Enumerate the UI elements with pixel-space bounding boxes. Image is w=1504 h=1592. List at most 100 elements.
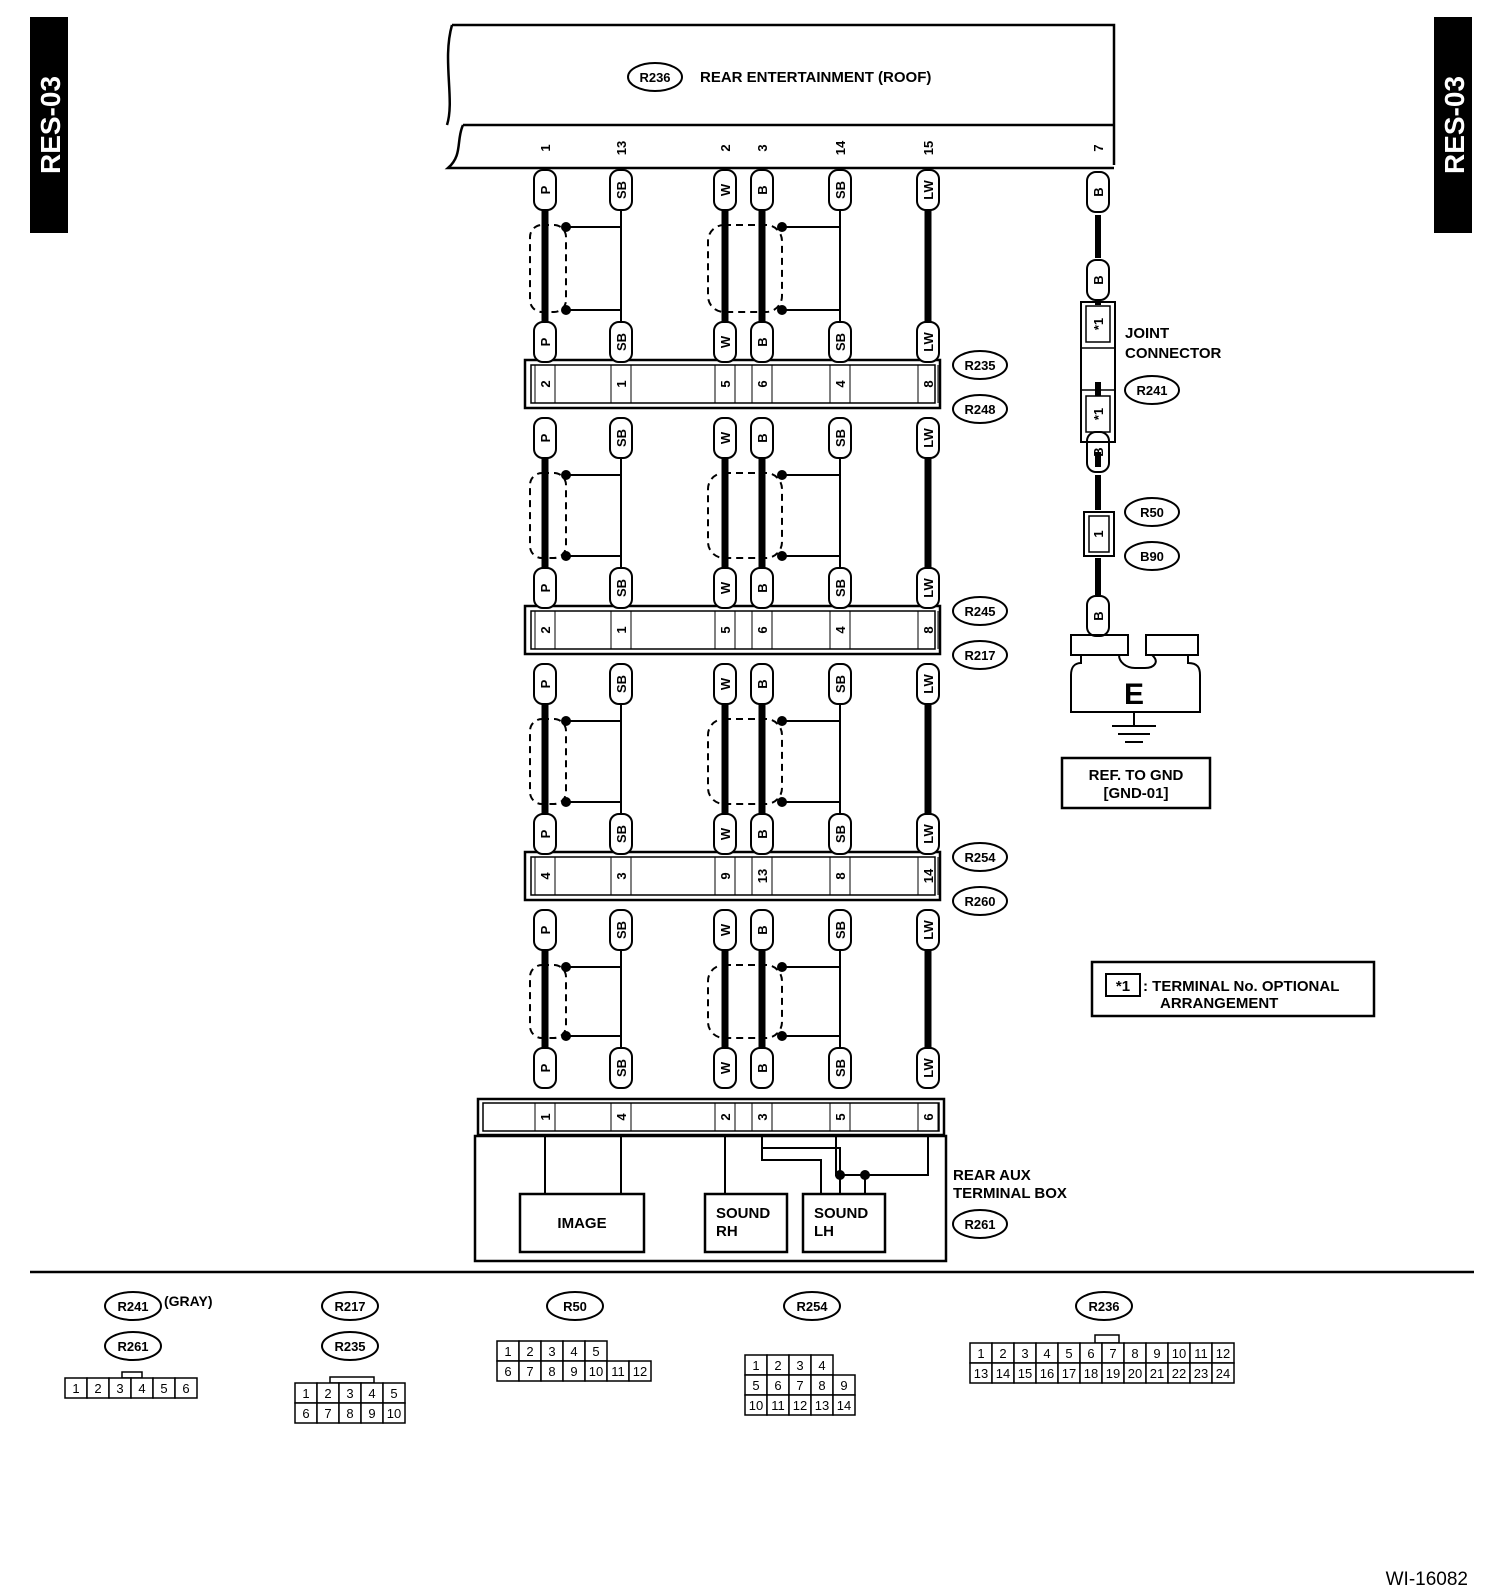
r50-pin: 1 [1091,530,1106,537]
wire-label-bot-2-3-text: B [755,829,770,838]
wire-label-top-1-2-text: W [718,431,733,444]
face-r236-top-pin-10: 11 [1194,1346,1208,1361]
roof-pin-0: 1 [538,144,553,151]
wire-label-bot-2-2 [713,813,737,855]
face-r50-bot-pin-2: 8 [548,1364,555,1379]
face-r235-badge [321,1331,379,1361]
face-r254-mid-pin-0: 5 [752,1378,759,1393]
ground-wire-text-0: B [1091,187,1106,196]
face-r236-top-pin-6: 7 [1109,1346,1116,1361]
roof-pin-1: 13 [614,141,629,155]
svg-text:R241: R241 [1136,383,1167,398]
face-r236-bot-pin-6: 19 [1106,1366,1120,1381]
face-r50-top-pin-4: 5 [592,1344,599,1359]
wire-label-top-3-2 [713,909,737,951]
wire-label-bot-2-0-text: P [538,829,553,838]
image-label: IMAGE [557,1215,606,1232]
rear-aux-terminal-box: IMAGE SOUND RH SOUND LH REAR AUX TERMINA… [473,1134,1067,1263]
face-r236-bot-pin-4: 17 [1062,1366,1076,1381]
wire-label-bot-3-5 [916,1047,940,1089]
wire-label-top-2-5 [916,663,940,705]
pin-r235_r248-5: 8 [921,380,936,387]
face-r241-badge [104,1291,162,1321]
wire-label-top-3-1-text: SB [614,921,629,939]
wire-label-bot-1-5 [916,567,940,609]
face-r217-bot-pin-2: 8 [346,1406,353,1421]
face-r254-mid-pin-3: 8 [818,1378,825,1393]
svg-text:R235: R235 [334,1339,365,1354]
wire-label-top-3-0-text: P [538,925,553,934]
face-r254-bot-pin-0: 10 [749,1398,763,1413]
face-r241-pin-1: 2 [94,1381,101,1396]
joint-connector-label-1: JOINT [1125,325,1169,342]
wire-label-top-1-0-text: P [538,433,553,442]
wire-label-top-0-3-text: B [755,185,770,194]
wire-label-bot-0-0 [533,321,557,363]
wire-label-bot-1-0-text: P [538,583,553,592]
wire-label-bot-0-2 [713,321,737,363]
wire-label-top-3-2-text: W [718,923,733,936]
face-r236-top-pin-5: 6 [1087,1346,1094,1361]
wire-label-bot-3-5-text: LW [921,1058,936,1078]
shield-image-1 [529,472,567,559]
face-r236-top-pin-9: 10 [1172,1346,1186,1361]
connector-b90-badge [1124,541,1180,571]
roof-unit-label: REAR ENTERTAINMENT (ROOF) [700,69,931,86]
connector-r245-label: R245 [964,604,995,619]
pin-r245_r217-5: 8 [921,626,936,633]
face-r254-bot-pin-2: 12 [793,1398,807,1413]
pin-r245_r217-2: 5 [718,626,733,633]
wire-label-top-2-2 [713,663,737,705]
wire-label-bot-1-2-text: W [718,581,733,594]
roof-pin-2: 2 [718,144,733,151]
face-r254-bot-pin-4: 14 [837,1398,851,1413]
tab-right-label: RES-03 [1439,76,1470,174]
face-r50-bot-pin-5: 11 [611,1364,625,1379]
face-r236-bot-pin-0: 13 [974,1366,988,1381]
pin-r235_r248-0: 2 [538,380,553,387]
wire-label-bot-0-3-text: B [755,337,770,346]
wire-label-bot-2-5-text: LW [921,824,936,844]
connector-r248-badge [952,394,1008,424]
face-r217-top-pin-2: 3 [346,1386,353,1401]
wire-label-top-3-5-text: LW [921,920,936,940]
wire-label-bot-2-3 [750,813,774,855]
wire-label-top-2-2-text: W [718,677,733,690]
face-r241-pin-5: 6 [182,1381,189,1396]
pin-aux-5: 6 [921,1113,936,1120]
shield-sound-0 [707,224,783,313]
face-r241-pin-2: 3 [116,1381,123,1396]
connector-r217-label: R217 [964,648,995,663]
roof-unit: R236 REAR ENTERTAINMENT (ROOF) [444,23,1116,170]
face-r236-top-pin-4: 5 [1065,1346,1072,1361]
wire-label-top-3-5 [916,909,940,951]
wire-label-top-1-5-text: LW [921,428,936,448]
pin-r254_r260-5: 14 [921,868,936,883]
wire-label-top-1-5 [916,417,940,459]
sound-lh-label-1: SOUND [814,1205,868,1222]
pin-r235_r248-3: 6 [755,380,770,387]
wire-label-bot-2-1-text: SB [614,825,629,843]
wire-label-top-1-1-text: SB [614,429,629,447]
face-r254-bot-cell-4 [832,1394,856,1416]
sound-rh-label-2: RH [716,1223,738,1240]
ground-branch: *1 *1 JOINT CONNECTOR R241 1 R50 B90 E R… [1060,215,1222,810]
wire-label-bot-3-0-text: P [538,1063,553,1072]
pin-aux-0: 1 [538,1113,553,1120]
face-r241-pin-0: 1 [72,1381,79,1396]
wire-label-top-0-5 [916,169,940,211]
pin-aux-3: 3 [755,1113,770,1120]
aux-box-label-2: TERMINAL BOX [953,1185,1067,1202]
connector-r235-badge [952,350,1008,380]
wire-label-top-0-2 [713,169,737,211]
pin-r254_r260-3: 13 [755,869,770,883]
ground-label: E [1124,678,1144,711]
face-r254-bot-pin-1: 11 [771,1398,785,1413]
face-r254-top-pin-1: 2 [774,1358,781,1373]
wire-label-bot-3-3-text: B [755,1063,770,1072]
connector-r245-badge [952,596,1008,626]
wire-label-bot-2-4-text: SB [833,825,848,843]
connector-r236-badge [627,62,683,92]
